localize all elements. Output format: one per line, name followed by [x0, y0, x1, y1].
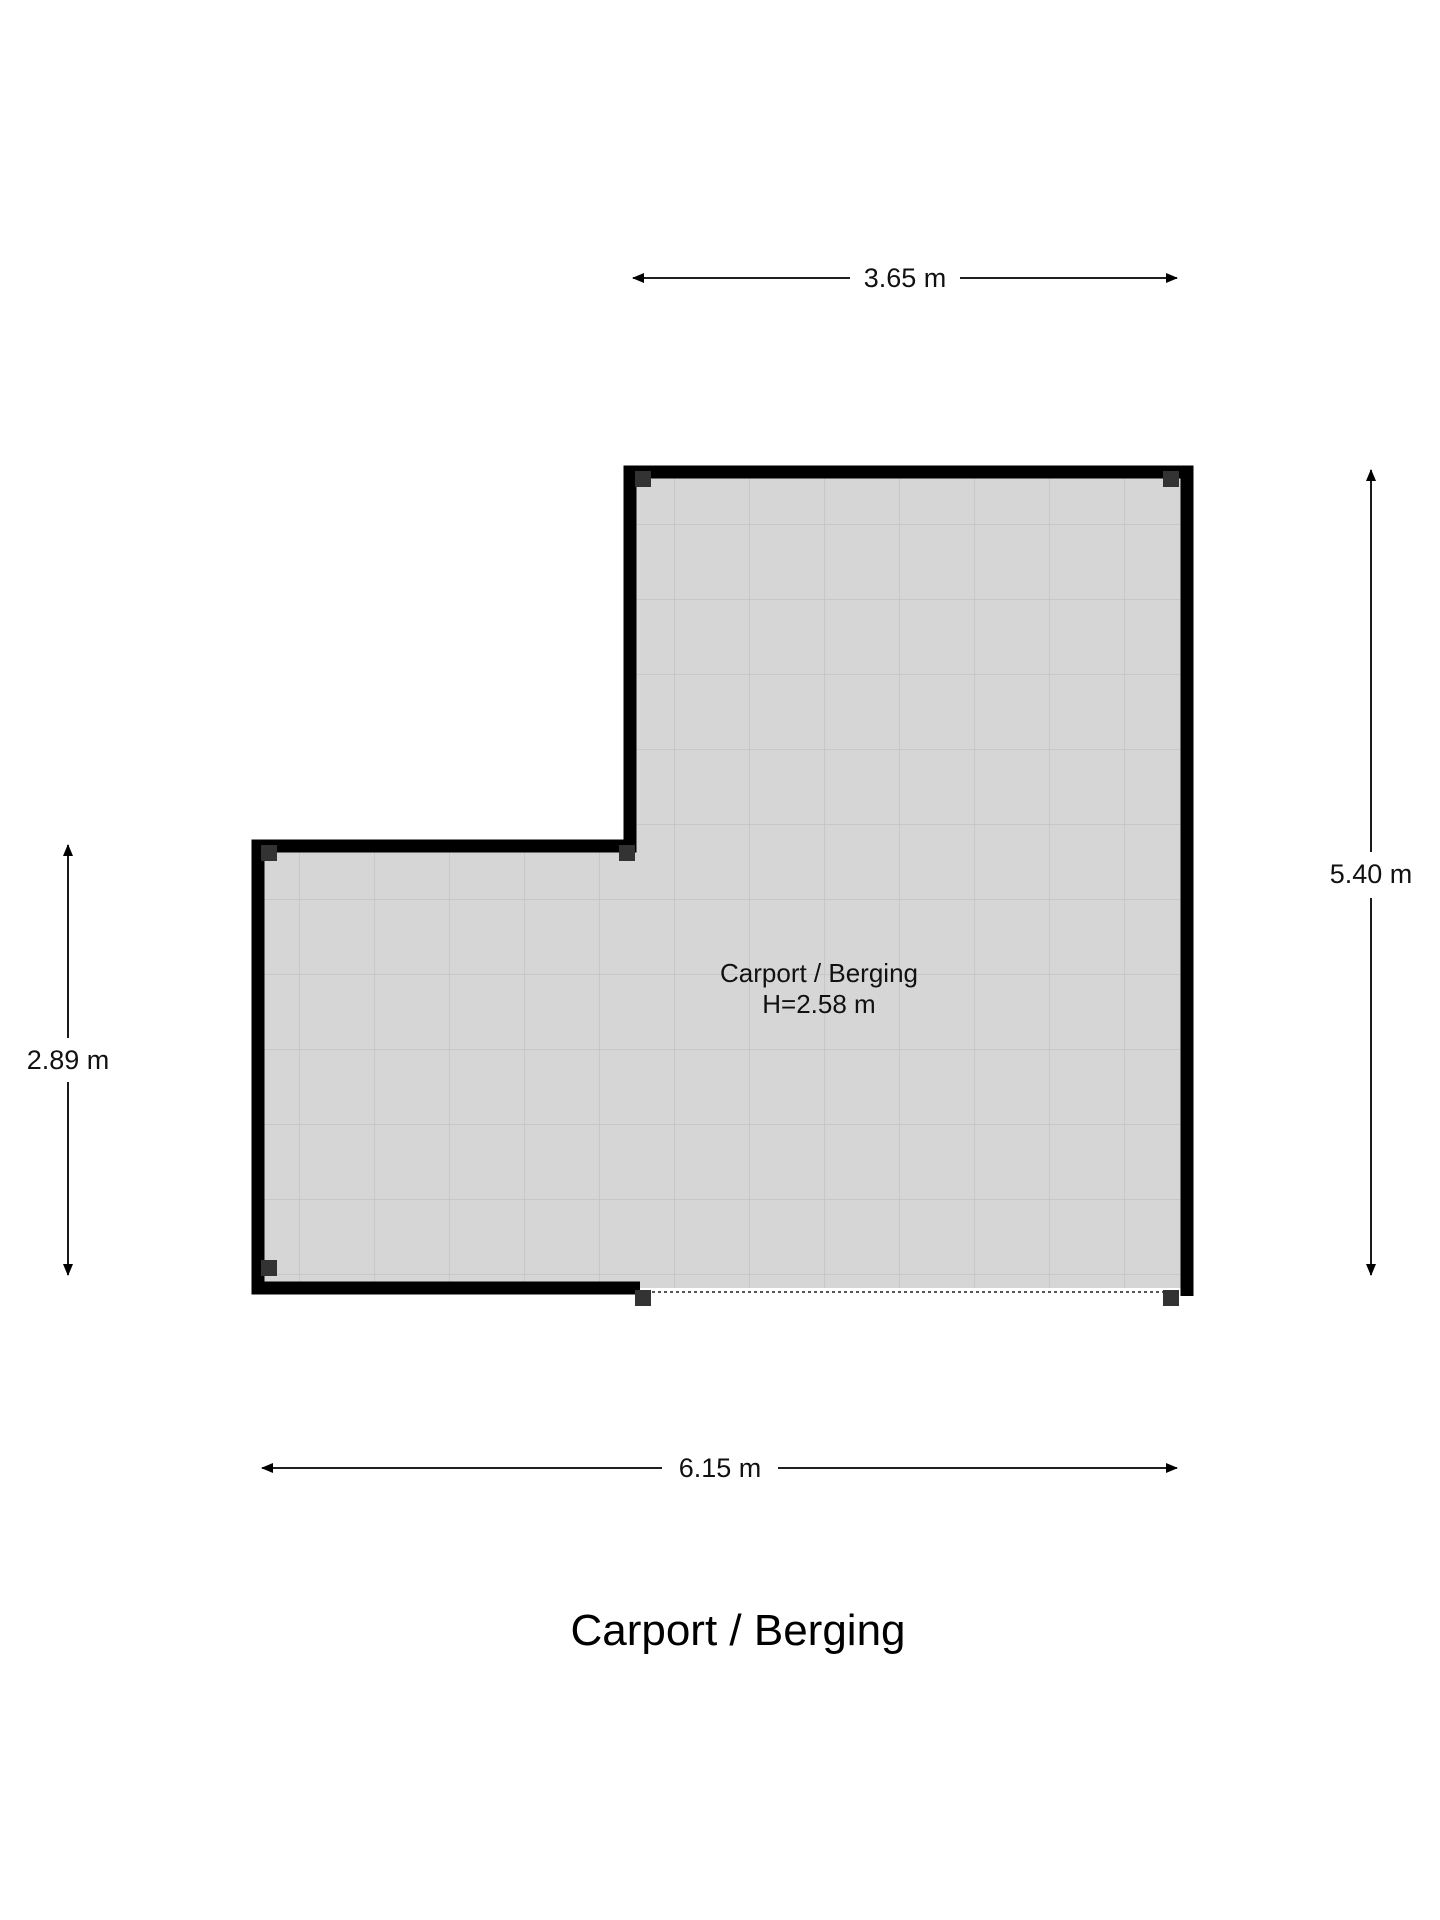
left-dimension-label: 2.89 m	[27, 1045, 110, 1075]
room-floor	[258, 472, 1187, 1288]
post	[635, 471, 651, 487]
post	[635, 1290, 651, 1306]
top-dimension-label: 3.65 m	[864, 263, 947, 293]
post	[1163, 1290, 1179, 1306]
post	[1163, 471, 1179, 487]
right-dimension-label: 5.40 m	[1330, 859, 1413, 889]
plan-title: Carport / Berging	[570, 1606, 905, 1655]
room-height-label: H=2.58 m	[762, 989, 875, 1019]
room-name-label: Carport / Berging	[720, 958, 918, 988]
bottom-dimension-label: 6.15 m	[679, 1453, 762, 1483]
post	[261, 845, 277, 861]
post	[619, 845, 635, 861]
post	[261, 1260, 277, 1276]
